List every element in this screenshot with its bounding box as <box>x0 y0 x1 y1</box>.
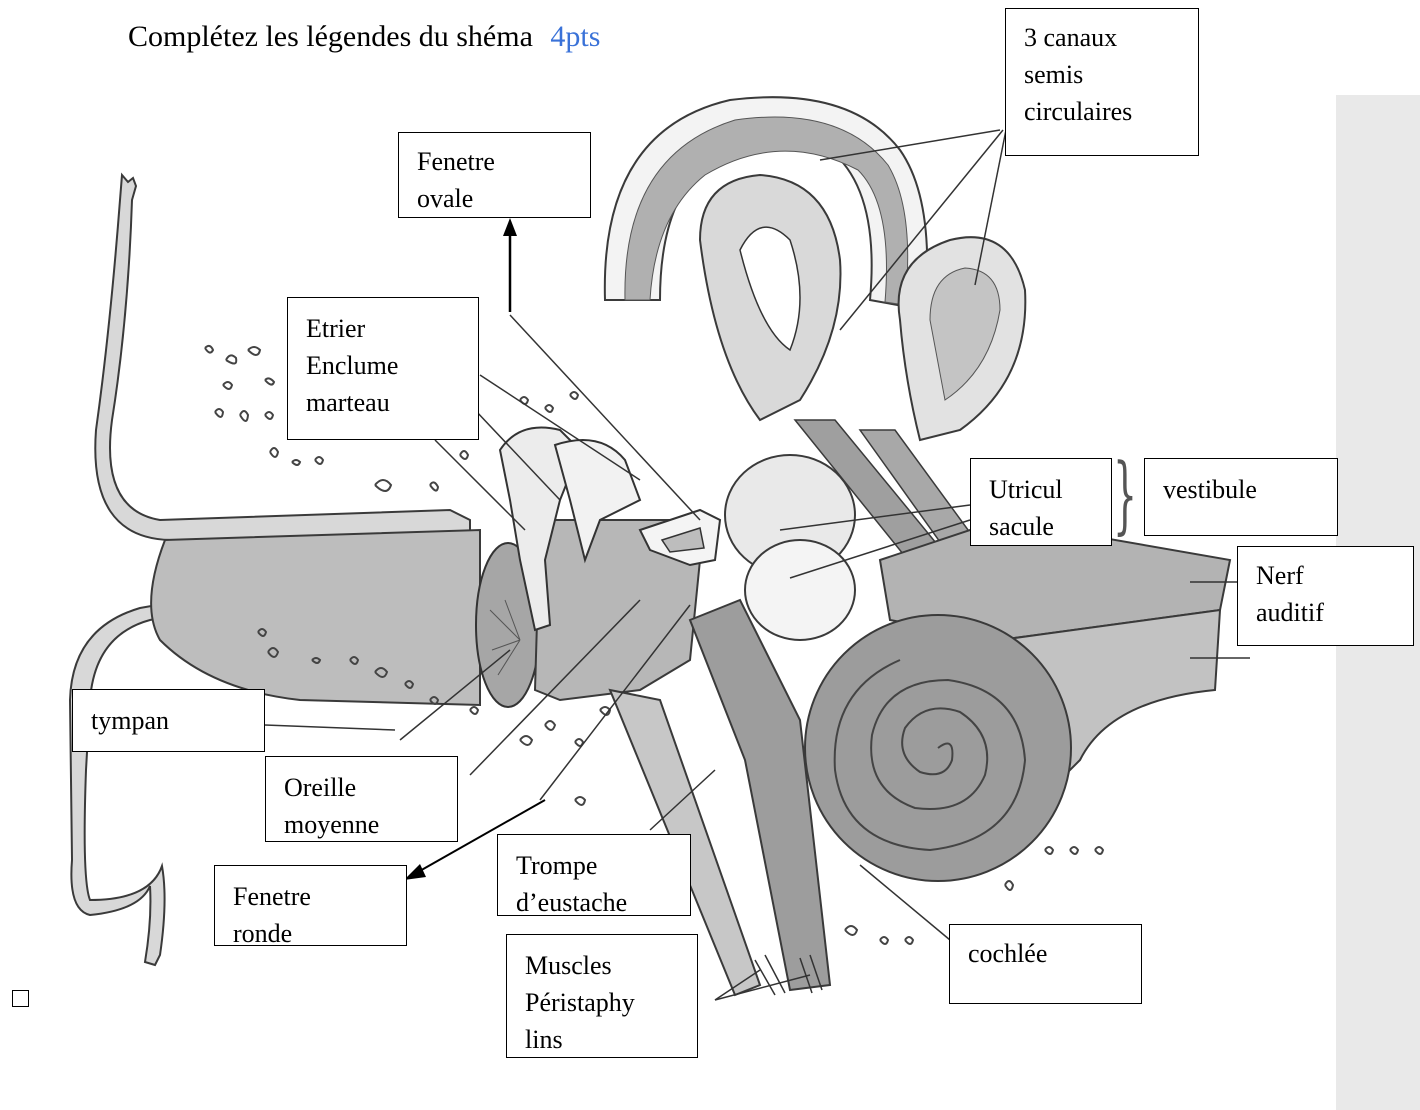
label-auditory-nerve-line-1: Nerf <box>1256 557 1395 594</box>
label-ossicles-line-3: marteau <box>306 384 460 421</box>
label-vestibule-line-1: vestibule <box>1163 471 1319 508</box>
label-oval-window-line-2: ovale <box>417 180 572 217</box>
label-middle-ear-line-2: moyenne <box>284 806 439 842</box>
label-muscles-line-2: Péristaphy <box>525 984 679 1021</box>
label-eustachian-tube-line-1: Trompe <box>516 847 672 884</box>
label-middle-ear: Oreille moyenne <box>265 756 458 842</box>
saccule <box>745 540 855 640</box>
label-round-window-line-1: Fenetre <box>233 878 388 915</box>
label-muscles-line-1: Muscles <box>525 947 679 984</box>
label-utricle-saccule: Utricul sacule <box>970 458 1112 546</box>
arrow-fenetre-ronde-head <box>404 864 426 880</box>
label-cochlea: cochlée <box>949 924 1142 1004</box>
label-eustachian-tube-line-2: d’eustache <box>516 884 672 916</box>
label-semicircular-canals: 3 canaux semis circulaires <box>1005 8 1199 156</box>
label-vestibule: vestibule <box>1144 458 1338 536</box>
label-round-window: Fenetre ronde <box>214 865 407 946</box>
label-muscles-line-3: lins <box>525 1021 679 1058</box>
label-oval-window-line-1: Fenetre <box>417 143 572 180</box>
label-middle-ear-line-1: Oreille <box>284 769 439 806</box>
label-tympanum-line-1: tympan <box>91 702 246 739</box>
right-curly-brace-icon: } <box>1113 452 1137 536</box>
label-semicircular-canals-line-2: semis <box>1024 56 1180 93</box>
label-semicircular-canals-line-1: 3 canaux <box>1024 19 1180 56</box>
label-eustachian-tube: Trompe d’eustache <box>497 834 691 916</box>
arrow-fenetre-ovale-head <box>503 218 517 236</box>
label-muscles: Muscles Péristaphy lins <box>506 934 698 1058</box>
label-round-window-line-2: ronde <box>233 915 388 946</box>
ear-canal <box>151 530 480 705</box>
label-cochlea-line-1: cochlée <box>968 935 1123 972</box>
label-semicircular-canals-line-3: circulaires <box>1024 93 1180 130</box>
label-utricle-line-2: sacule <box>989 508 1093 545</box>
label-oval-window: Fenetre ovale <box>398 132 591 218</box>
label-auditory-nerve-line-2: auditif <box>1256 594 1395 631</box>
label-tympanum: tympan <box>72 689 265 752</box>
label-utricle-line-1: Utricul <box>989 471 1093 508</box>
label-ossicles-line-2: Enclume <box>306 347 460 384</box>
label-ossicles: Etrier Enclume marteau <box>287 297 479 440</box>
label-auditory-nerve: Nerf auditif <box>1237 546 1414 646</box>
empty-checkbox-icon[interactable] <box>12 990 29 1007</box>
label-ossicles-line-1: Etrier <box>306 310 460 347</box>
